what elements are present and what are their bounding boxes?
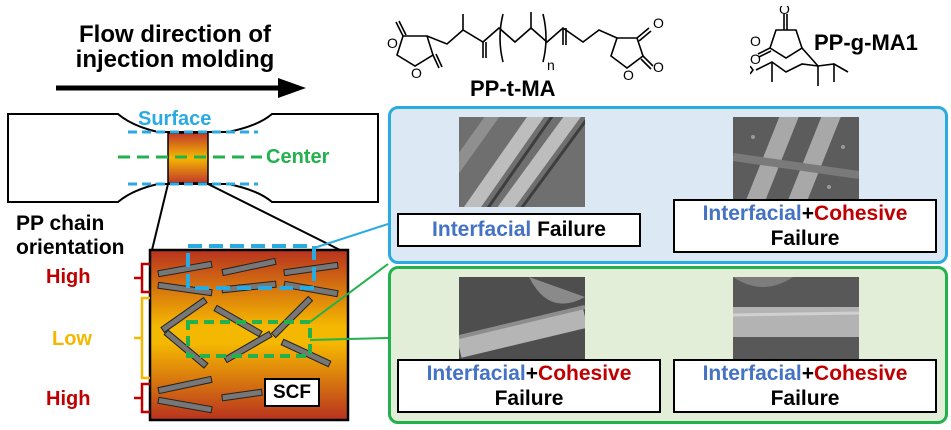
pp-chain-orientation-label: PP chain orientation [16,212,125,260]
sem-image-surface-pp-t-ma [459,117,585,207]
subscript-n: n [547,57,555,73]
failure-label-surface-pp-t-ma: Interfacial Failure [397,213,641,247]
center-region-box [186,320,312,358]
flow-line-2: injection molding [75,46,275,73]
svg-text:O: O [387,35,398,51]
pp-g-ma1-label: PP-g-MA1 [814,30,918,55]
center-panel: Interfacial+Cohesive Failure Interfacial… [388,266,948,424]
center-label: Center [266,146,330,168]
svg-text:O: O [750,51,761,67]
sem-image-center-pp-g-ma1 [733,277,859,367]
surface-region-box [186,244,316,290]
pp-t-ma-label: PP-t-MA [470,76,556,101]
failure-label-surface-pp-g-ma1: Interfacial+Cohesive Failure [673,199,937,253]
low-label: Low [52,328,92,350]
sem-image-center-pp-t-ma [459,277,585,367]
svg-text:O: O [653,15,664,31]
flow-direction-arrow [56,78,306,98]
orientation-line-2: orientation [16,236,125,259]
pp-g-ma1-structure: OOO [750,6,849,86]
flow-direction-label: Flow direction of injection molding [60,22,290,72]
high-label-top: High [46,266,91,288]
sem-image-surface-pp-g-ma1 [733,117,859,207]
orientation-line-1: PP chain [16,212,105,235]
svg-text:O: O [750,33,761,49]
svg-text:O: O [653,59,664,75]
high-label-bottom: High [46,388,91,410]
svg-text:O: O [779,6,790,17]
surface-panel: Interfacial Failure Interfacial+Cohesive… [388,106,948,264]
svg-text:O: O [411,65,422,81]
specimen-diagram [7,113,389,422]
flow-line-1: Flow direction of [79,21,271,48]
svg-text:O: O [623,67,634,82]
surface-label: Surface [138,108,212,130]
failure-label-center-pp-g-ma1: Interfacial+Cohesive Failure [673,359,937,413]
failure-label-center-pp-t-ma: Interfacial+Cohesive Failure [397,359,661,413]
scf-label: SCF [264,378,320,407]
